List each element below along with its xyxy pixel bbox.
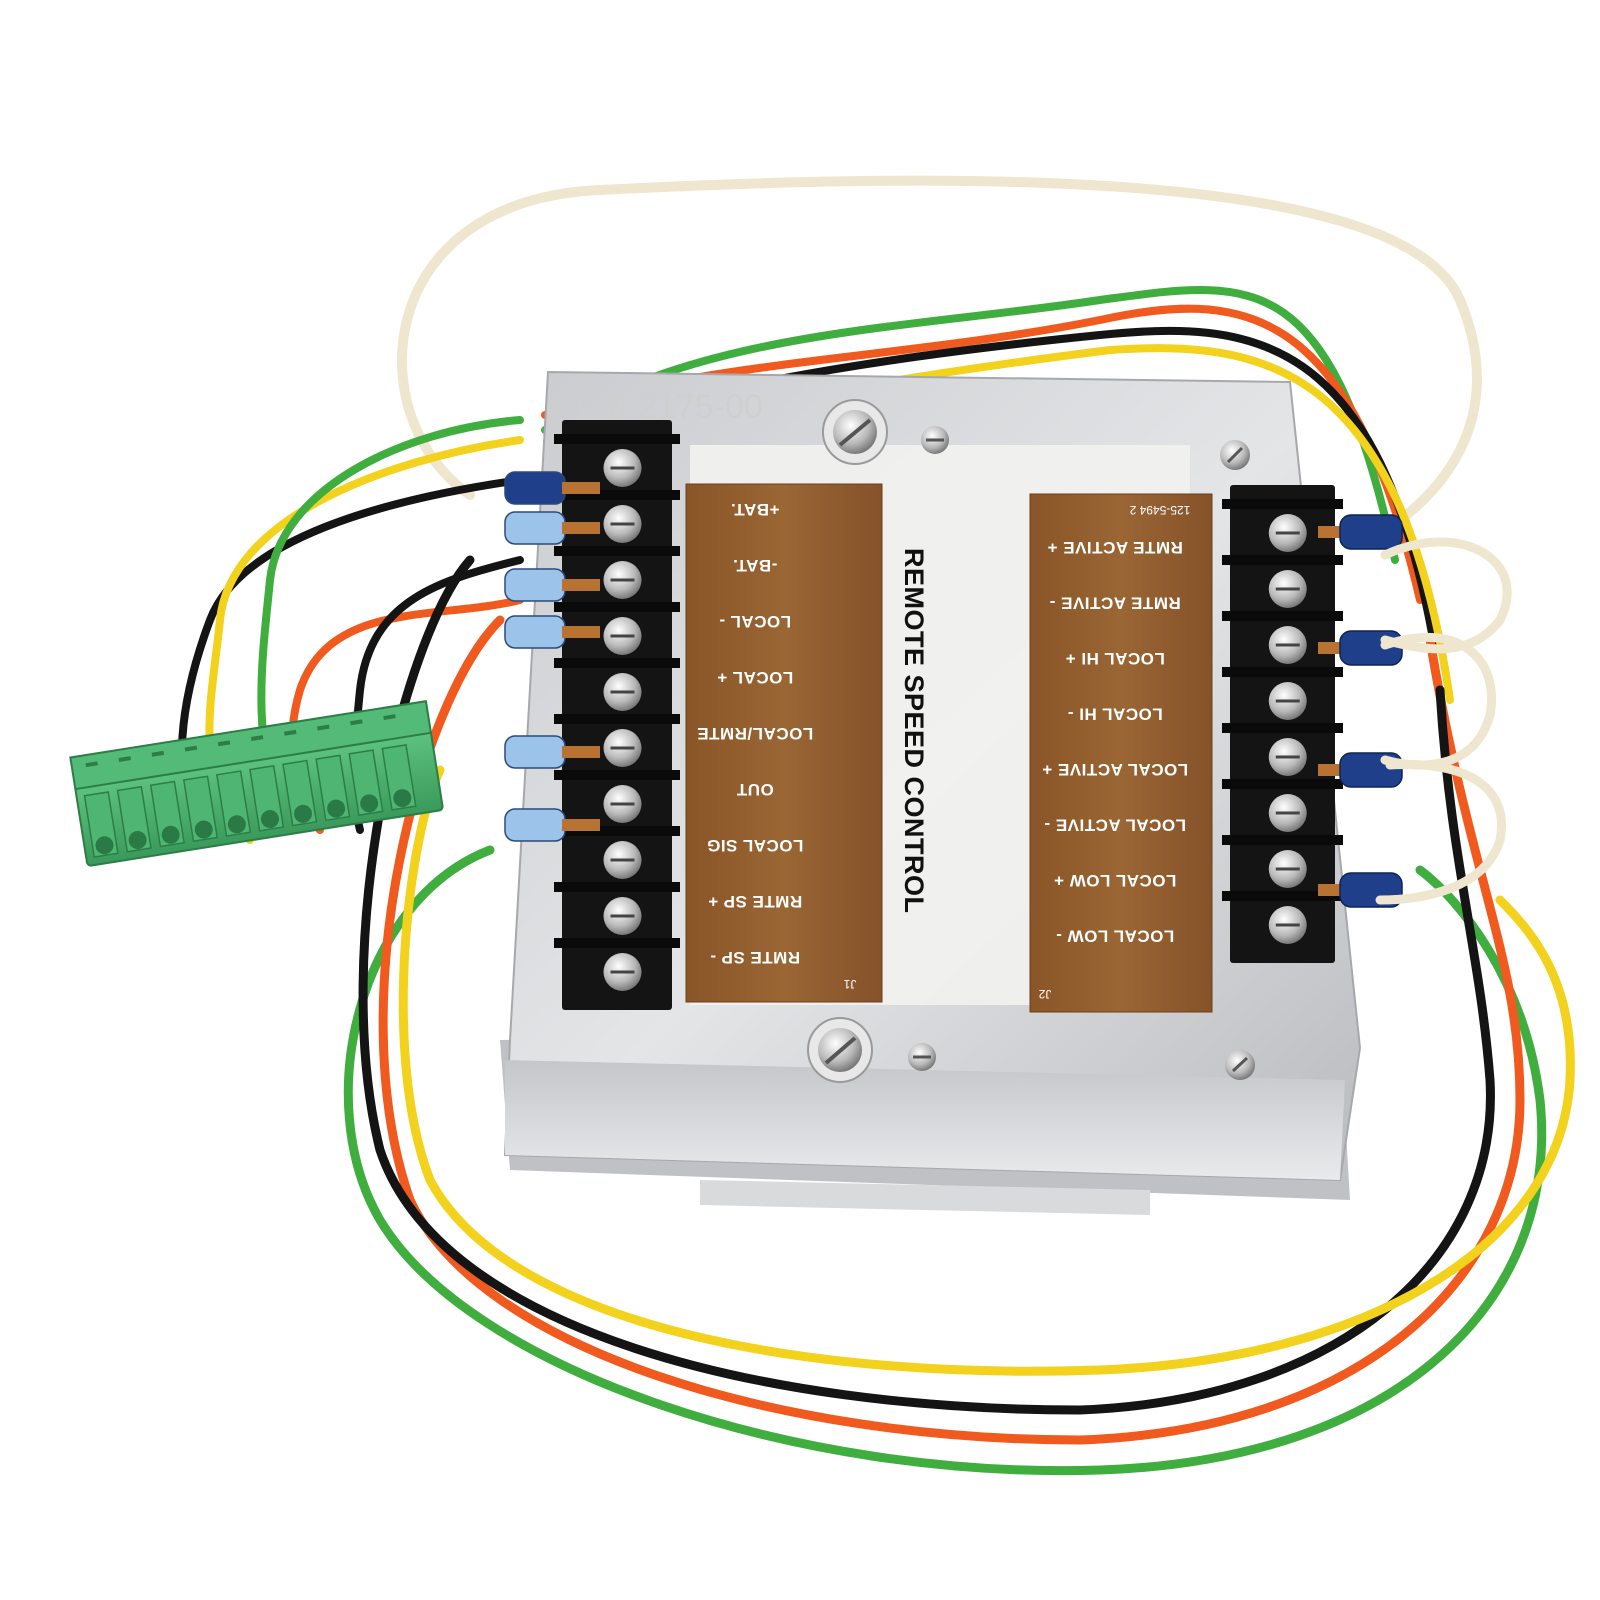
j1-label-8: RMTE SP - [710,948,800,967]
j1-crimp-terminal-2 [504,568,600,602]
j1-terminal-1 [554,490,680,543]
j1-terminal-4 [554,658,680,711]
green-wire-top [541,286,1399,564]
product-title: REMOTE SPEED CONTROL [899,548,929,914]
j1-crimp-terminal-4 [504,735,600,769]
j2-label-0: RMTE ACTIVE + [1047,538,1183,557]
screw-bottom-large-icon [807,1017,873,1083]
screw-bottom-small-icon [908,1043,936,1071]
black-wire-bottom [358,555,1495,1415]
j2-designator: J2 [1038,987,1051,1001]
j2-label-2: LOCAL HI + [1065,649,1165,668]
j2-part-code: 125-5494 2 [1129,503,1190,517]
connector-pin-5 [249,735,285,832]
green-wire-bottom [343,845,1546,1476]
jumper-loop-1 [1380,537,1512,654]
connector-pin-2 [149,750,185,848]
part-number-stamp: 140-2175-00 [570,388,763,426]
j2-label-6: LOCAL LOW + [1054,871,1177,890]
yellow-wire-bottom [398,765,1575,1376]
j1-labels: +BAT. -BAT. LOCAL - LOCAL + LOCAL/RMTE OUT LOC… [697,500,813,967]
j1-crimp-terminal-0 [504,471,600,505]
j1-label-0: +BAT. [731,500,780,519]
j1-label-7: RMTE SP + [708,892,802,911]
j2-label-5: LOCAL ACTIVE - [1044,816,1186,835]
wire-harness-bottom [343,555,1575,1476]
j1-label-2: LOCAL - [719,612,791,631]
j2-label-7: LOCAL LOW - [1056,927,1175,946]
j1-terminal-5 [554,714,680,767]
j1-terminal-8 [554,882,680,935]
j1-terminal-3 [554,602,680,655]
connector-pin-9 [381,714,417,811]
j1-label-panel [685,483,883,1003]
connector-pin-4 [216,740,252,837]
connector-pin-1 [116,756,152,853]
j2-terminal-5 [1222,779,1343,832]
connector-pin-7 [315,724,351,822]
j2-terminal-1 [1222,555,1343,608]
connector-pin-0 [83,761,119,858]
j2-label-4: LOCAL ACTIVE + [1042,760,1188,779]
screw-top-right-icon [1220,440,1250,470]
housing-screws [807,399,1255,1083]
screw-bottom-right-icon [1225,1050,1255,1080]
j1-terminal-6 [554,770,680,823]
j1-terminal-7 [554,826,680,879]
j2-crimp-terminal-0 [1318,514,1403,550]
j1-label-6: LOCAL SIG [707,836,804,855]
j1-label-5: OUT [736,780,774,799]
j2-terminal-block [1222,485,1343,963]
white-jumper-loops [1375,537,1512,905]
j2-terminal-2 [1222,611,1343,664]
j2-label-3: LOCAL HI - [1067,705,1162,724]
j2-terminal-6 [1222,835,1343,888]
j2-terminal-0 [1222,499,1343,552]
j2-terminal-4 [1222,723,1343,776]
screw-top-small-icon [921,426,949,454]
connector-pin-8 [348,719,384,816]
j1-crimp-terminal-3 [504,615,600,649]
j2-label-1: RMTE ACTIVE - [1049,594,1180,613]
j2-labels: RMTE ACTIVE + RMTE ACTIVE - LOCAL HI + LOCA… [1042,538,1188,946]
j1-crimp-terminal-5 [504,808,600,842]
j2-label-panel [1029,493,1213,1013]
j1-designator: J1 [843,977,856,991]
jumper-loop-3 [1375,759,1506,905]
j1-label-3: LOCAL + [717,668,793,687]
screw-top-large-icon [822,399,888,465]
j1-terminal-block [554,420,680,1010]
j2-terminal-3 [1222,667,1343,720]
j1-terminal-9 [554,938,680,991]
j2-terminal-7 [1222,891,1343,944]
connector-pin-6 [282,729,318,827]
j1-terminal-2 [554,546,680,599]
j1-label-1: -BAT. [733,556,778,575]
crimp-terminals [504,471,1403,908]
j1-terminal-0 [554,434,680,487]
j1-label-4: LOCAL/RMTE [697,724,813,743]
white-wire-loop-top [397,175,1482,545]
j1-crimp-terminal-1 [504,511,600,545]
connector-pin-3 [182,745,219,843]
green-terminal-connector [69,700,444,867]
orange-wire-bottom [378,615,1525,1445]
